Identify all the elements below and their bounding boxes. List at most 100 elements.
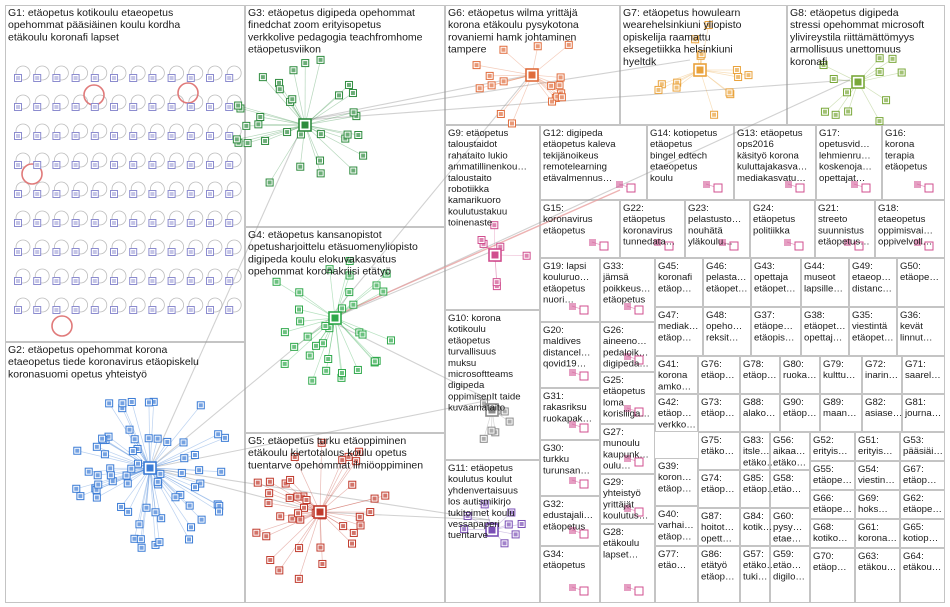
group-label-g16: terapia [885,150,915,161]
node-avatar-g2 [165,439,170,444]
hub-avatar-g4 [331,314,339,322]
group-box-g76 [698,356,740,394]
group-label-g14: etäopetus [650,139,692,150]
node-avatar-g5 [296,511,301,516]
group-label-g29: G29: [603,477,624,488]
group-label-g17: opettajat… [819,173,865,184]
node-g12 [616,181,623,188]
group-label-g11: koulutus koulut [448,474,512,485]
group-label-g21: suunnistus [818,225,864,236]
node-avatar-g1 [131,279,136,283]
group-label-g31: rakasriksu [543,402,587,413]
node-avatar-g2 [124,473,129,478]
node-avatar-g4 [274,279,279,284]
node-avatar-g9 [524,253,529,258]
edge [699,69,715,115]
node-avatar-g1 [73,76,78,80]
node-g27 [624,455,631,462]
node-avatar-g2 [182,456,187,461]
group-label-g81: journa… [904,408,941,419]
node-avatar-g1 [150,192,155,196]
node-avatar-g7 [727,90,732,95]
group-box-g79 [820,356,862,394]
self-loop [188,181,204,197]
edge [103,439,151,469]
edge [334,275,350,319]
group-label-g13: kuluttajakasva… [737,162,807,173]
self-loop [226,210,242,226]
group-label-g50: etäope… [900,272,939,283]
group-label-g29: yhteistyö [603,488,641,499]
node-avatar-g1 [208,163,212,167]
self-loop [73,152,88,168]
node-g32 [569,527,576,534]
node-avatar-g3 [256,122,261,127]
node-avatar-g1 [188,134,193,138]
node-avatar-g4 [355,367,360,372]
group-label-g1: opehommat pääsiäinen koulu kordha [8,19,180,31]
group-label-g23: yläkoulu… [688,237,733,248]
group-label-g63: G63: [858,551,879,562]
node-avatar-g3 [244,123,249,128]
edge [327,317,336,360]
edge [304,92,354,126]
node-avatar-g7 [734,68,739,73]
node-avatar-g1 [35,134,40,138]
self-loop [130,268,146,284]
group-label-g41: G41: [658,359,679,370]
group-label-g89: maan… [823,408,857,419]
self-loop [92,297,108,313]
group-box-g60 [770,508,810,546]
group-box-g49 [849,258,897,307]
group-label-g69: hoks… [858,504,888,515]
node-avatar-g1 [208,221,212,225]
edge [240,108,306,126]
group-box-g48 [703,307,751,356]
node-avatar-g1 [188,105,193,109]
node-avatar-g5 [288,477,293,482]
group-box-g65 [900,519,945,548]
node-avatar-g2 [217,503,222,508]
group-label-g10: oppimisenIt taide [448,391,521,402]
node-avatar-g8 [877,56,882,61]
group-label-g34: G34: [543,549,564,560]
node-avatar-g4 [297,290,302,295]
group-box-g44 [801,258,849,307]
group-label-g60: etae… [773,533,801,544]
group-label-g68: kotiko… [813,533,848,544]
edge [269,492,321,513]
group-label-g50: G50: [900,261,921,272]
self-loop [15,210,31,226]
node-avatar-g1 [131,192,136,196]
edge [149,405,202,469]
group-label-g51: erityis… [858,446,893,457]
group-label-g49: distanc… [852,283,892,294]
group-label-g18: etaeopetus [878,214,926,225]
node-avatar-g1 [54,134,59,138]
node-avatar-g1 [92,134,97,138]
node-avatar-g1 [54,250,59,254]
group-label-g19: nuori… [543,295,574,306]
node-avatar-g4 [340,306,345,311]
group-label-g55: etäope… [813,475,852,486]
node-g31 [569,421,576,428]
group-label-g12: tekijänoikeus [543,150,599,161]
node-avatar-g1 [208,279,212,283]
edge [279,511,321,571]
group-box-g34 [540,546,600,603]
group-label-g5: G5: etäopetus turku etäoppiminen [248,435,406,447]
group-label-g11: tukitoimet koulu [448,508,515,519]
self-loop [149,65,165,81]
group-box-g58 [770,470,810,508]
node-avatar-g1 [227,105,232,109]
node-avatar-g3 [258,115,263,120]
node-avatar-g1 [150,76,155,80]
group-label-g62: etäope… [903,504,942,515]
node-g30 [579,479,589,489]
group-box-g80 [780,356,820,394]
group-box-g77 [655,546,698,603]
group-box-g55 [810,461,855,490]
node-avatar-g1 [16,308,20,312]
group-label-g37: etäope… [754,321,793,332]
node-avatar-g4 [388,338,393,343]
